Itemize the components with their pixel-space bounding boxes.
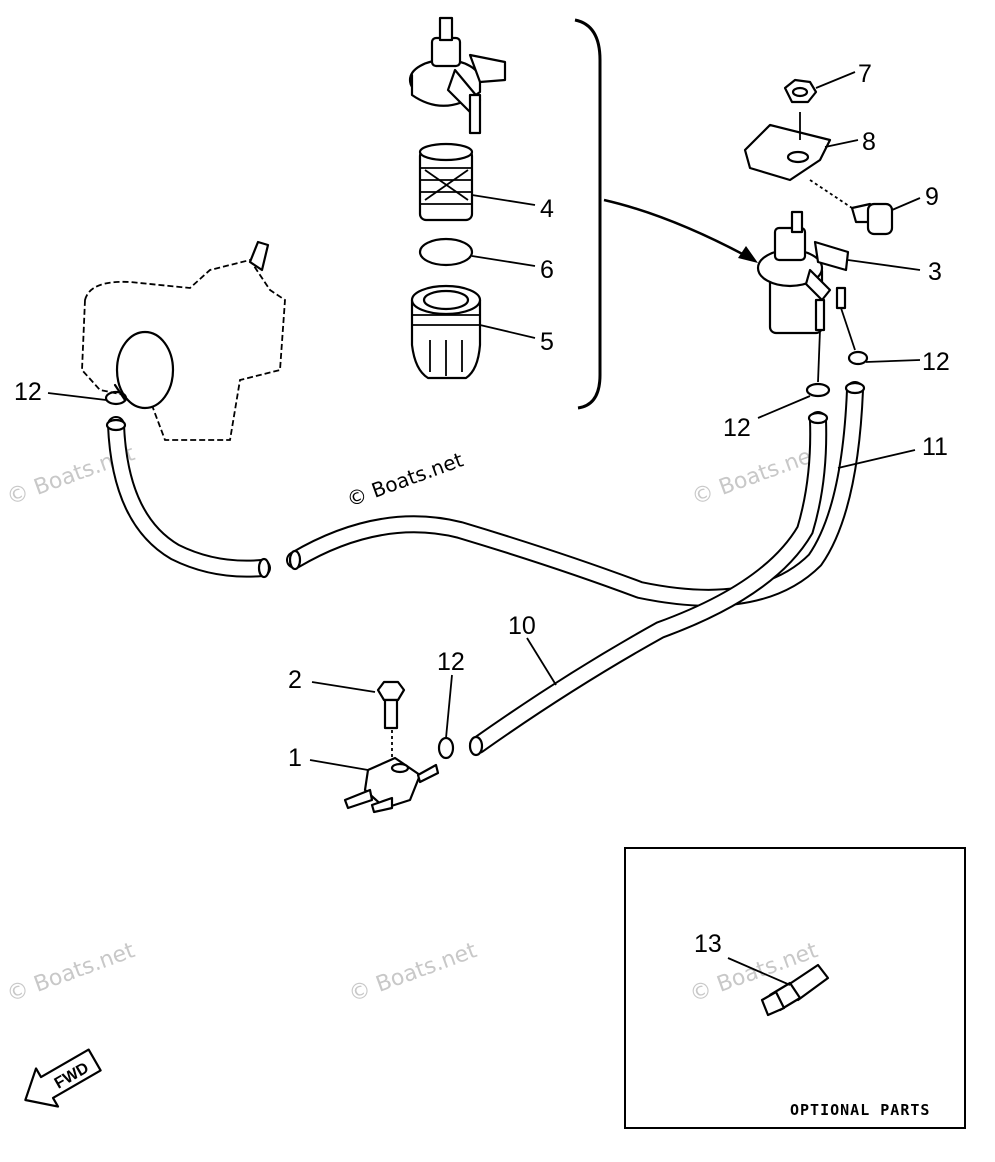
fuel-pump-reference — [81, 240, 286, 441]
callout-8: 8 — [862, 128, 876, 156]
leader-12-c — [47, 392, 107, 401]
leader-11 — [837, 449, 916, 469]
fitting-part-13 — [760, 963, 830, 1017]
leader-8 — [824, 139, 859, 148]
filter-cup-part-5 — [410, 284, 482, 380]
callout-13: 13 — [694, 930, 722, 958]
leader-6 — [471, 255, 536, 267]
callout-3: 3 — [928, 258, 942, 286]
leader-12-d — [445, 674, 453, 739]
leader-4 — [471, 194, 536, 206]
callout-11: 11 — [922, 433, 948, 461]
o-ring-part-6 — [418, 237, 474, 267]
leader-13 — [727, 957, 791, 986]
clip-part-12-b — [805, 382, 831, 398]
leader-5 — [479, 324, 536, 339]
bracket-part-8 — [743, 123, 832, 182]
callout-10: 10 — [508, 612, 536, 640]
fuel-filter-part-3 — [756, 210, 850, 335]
callout-2: 2 — [288, 666, 302, 694]
nut-part-7 — [783, 78, 818, 104]
leader-9 — [891, 197, 921, 211]
clip-part-12-c — [104, 390, 128, 406]
fuel-hose-part-10 — [468, 411, 829, 757]
watermark-center: © Boats.net — [344, 447, 467, 511]
fuel-hose-part-11 — [105, 381, 866, 607]
leader-9-dash — [809, 179, 856, 211]
fuel-joint-part-1 — [343, 756, 440, 814]
leader-1 — [309, 759, 369, 771]
leader-10 — [526, 637, 557, 686]
filter-outlet-line-a — [840, 307, 856, 351]
callout-12-d: 12 — [437, 648, 465, 676]
callout-12-a: 12 — [922, 348, 950, 376]
callout-12-c: 12 — [14, 378, 42, 406]
leader-12-b — [757, 395, 811, 419]
filter-outlet-line-b — [817, 329, 821, 383]
filter-head-exploded — [408, 16, 507, 135]
callout-5: 5 — [540, 328, 554, 356]
leader-2 — [311, 681, 376, 693]
callout-7: 7 — [858, 60, 872, 88]
fwd-arrow: FWD — [24, 1048, 102, 1108]
callout-12-b: 12 — [723, 414, 751, 442]
watermark-bottom-center: © Boats.net — [346, 938, 481, 1008]
leader-3 — [847, 259, 921, 271]
optional-parts-label: OPTIONAL PARTS — [790, 1101, 930, 1119]
clip-part-12-a — [847, 350, 869, 366]
filter-element-part-4 — [418, 142, 474, 222]
leader-12-a — [865, 359, 921, 363]
exploded-view-arrowhead — [738, 246, 758, 263]
exploded-view-arrow — [603, 198, 751, 260]
clip-part-12-d — [437, 736, 455, 760]
leader-7 — [815, 71, 856, 89]
callout-1: 1 — [288, 744, 302, 772]
exploded-view-bracket — [574, 18, 602, 410]
screw-part-2 — [376, 680, 406, 730]
callout-6: 6 — [540, 256, 554, 284]
bolt-part-9 — [850, 202, 894, 236]
optional-parts-box — [624, 847, 966, 1129]
callout-9: 9 — [925, 183, 939, 211]
watermark-bottom-left: © Boats.net — [4, 938, 139, 1008]
callout-4: 4 — [540, 195, 554, 223]
